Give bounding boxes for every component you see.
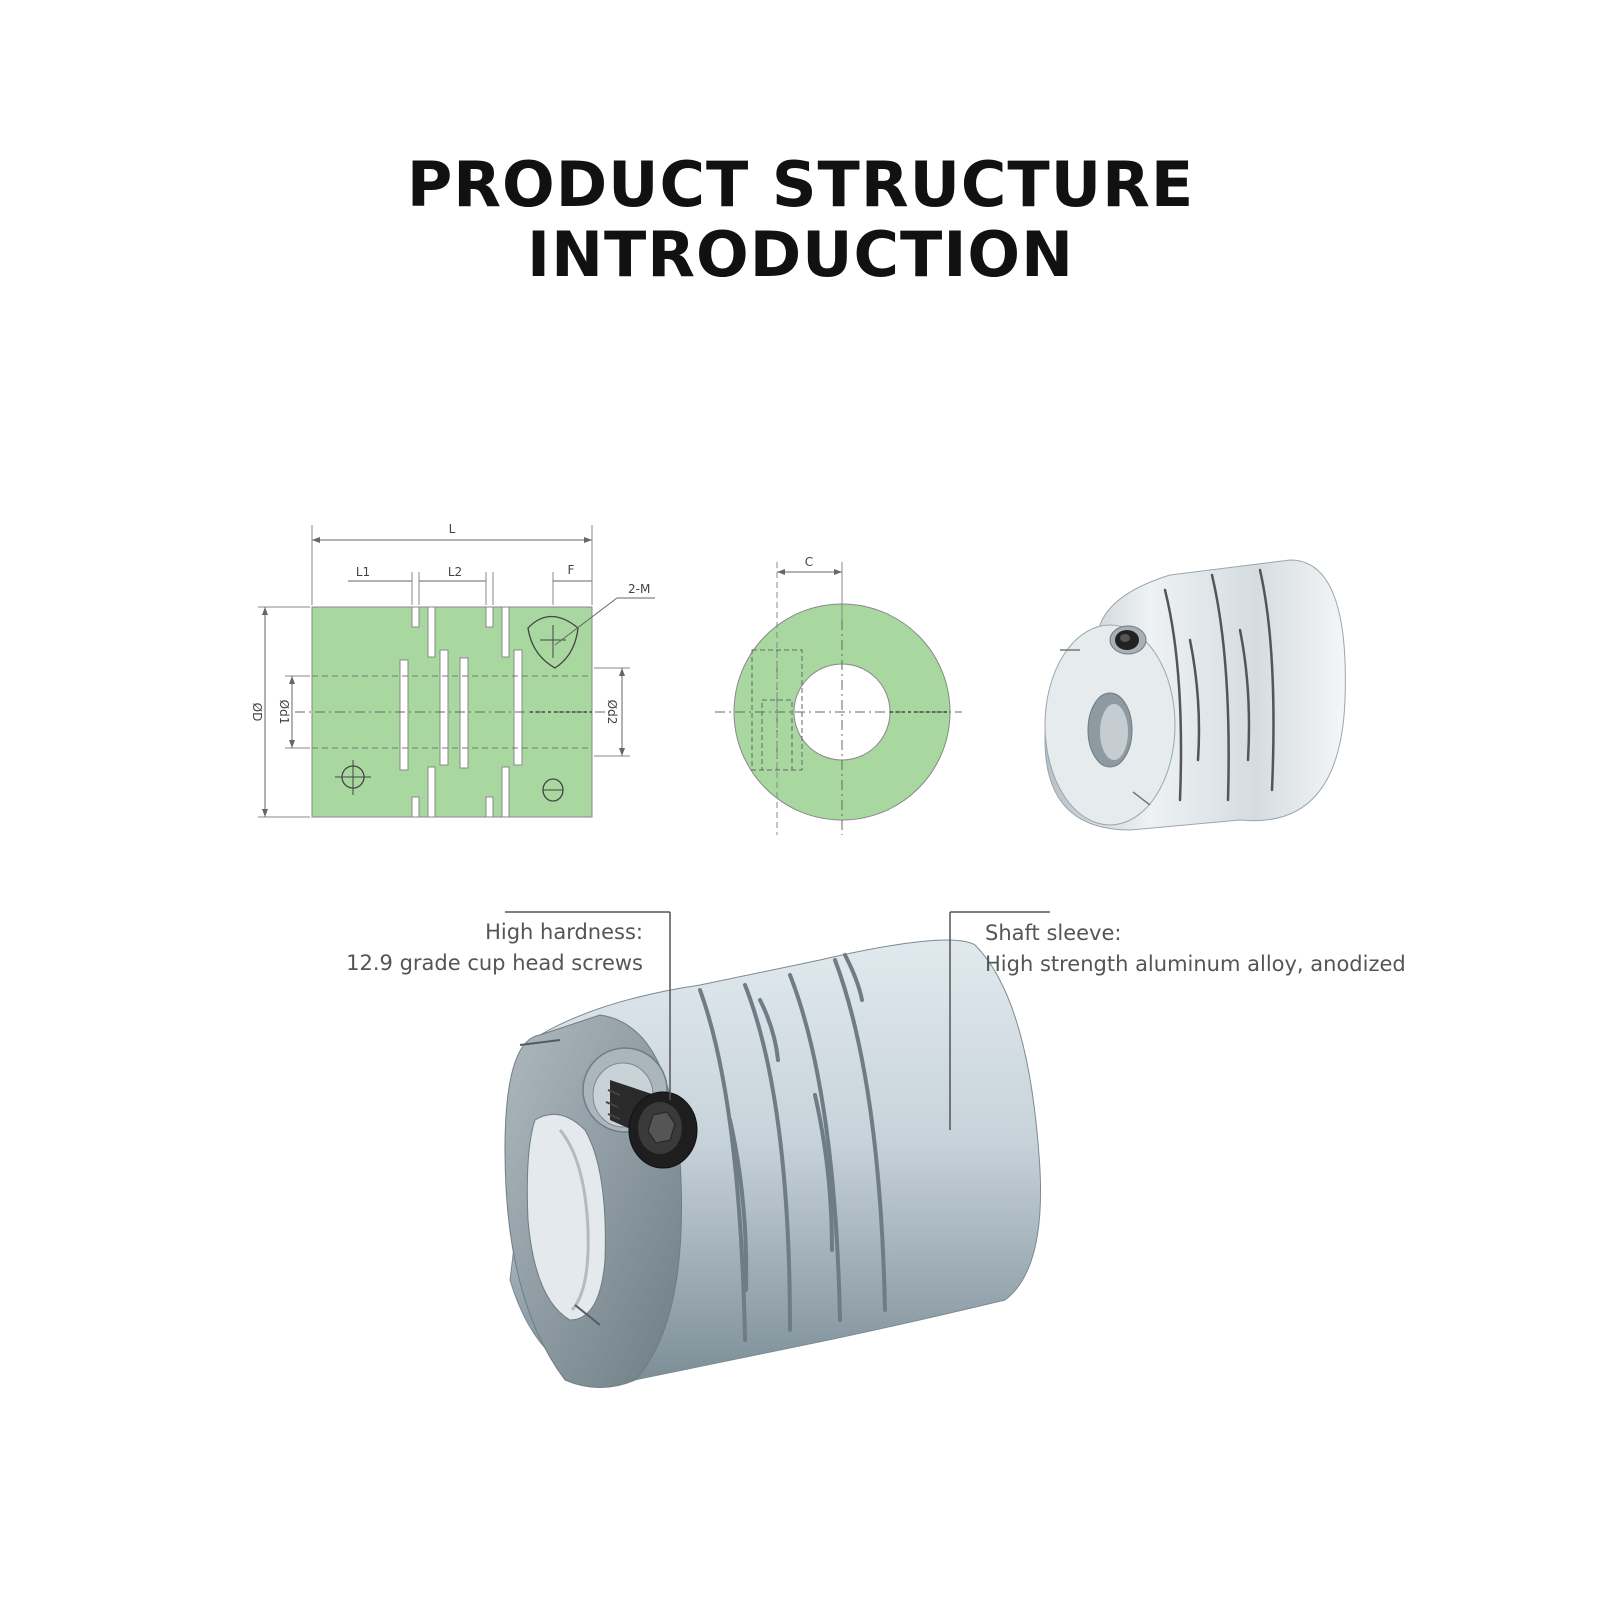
callout-leader-left — [505, 911, 671, 1100]
front-view-drawing: L L1 L2 F 2-M ØD Ød1 — [250, 522, 655, 818]
dim-label-d1: Ød1 — [277, 700, 291, 725]
title-line-2: INTRODUCTION — [527, 218, 1074, 291]
dim-label-L1: L1 — [356, 565, 370, 579]
callout-sleeve: Shaft sleeve: High strength aluminum all… — [985, 918, 1406, 980]
dim-label-D: ØD — [250, 703, 264, 722]
coupling-large-screw — [605, 1080, 698, 1169]
callout-sleeve-detail: High strength aluminum alloy, anodized — [985, 952, 1406, 976]
dim-label-L2: L2 — [448, 565, 462, 579]
coupling-3d-large — [504, 939, 1042, 1388]
callout-screws-heading: High hardness: — [485, 920, 643, 944]
front-view-slots — [399, 606, 523, 818]
dim-label-F: F — [568, 563, 575, 577]
dim-label-d2: Ød2 — [605, 700, 619, 725]
callout-leader-right — [949, 911, 1050, 1130]
dim-label-C: C — [805, 555, 813, 569]
dim-label-2M: 2-M — [628, 582, 650, 596]
dim-label-L: L — [449, 522, 456, 536]
callout-sleeve-heading: Shaft sleeve: — [985, 921, 1122, 945]
side-view-drawing: C — [715, 555, 962, 835]
coupling-3d-small — [1044, 559, 1346, 831]
callout-screws: High hardness: 12.9 grade cup head screw… — [346, 917, 643, 979]
title-line-1: PRODUCT STRUCTURE — [406, 148, 1195, 221]
coupling-small-screw — [1109, 625, 1147, 655]
callout-screws-detail: 12.9 grade cup head screws — [346, 951, 643, 975]
page-title: PRODUCT STRUCTURE INTRODUCTION — [0, 150, 1601, 290]
